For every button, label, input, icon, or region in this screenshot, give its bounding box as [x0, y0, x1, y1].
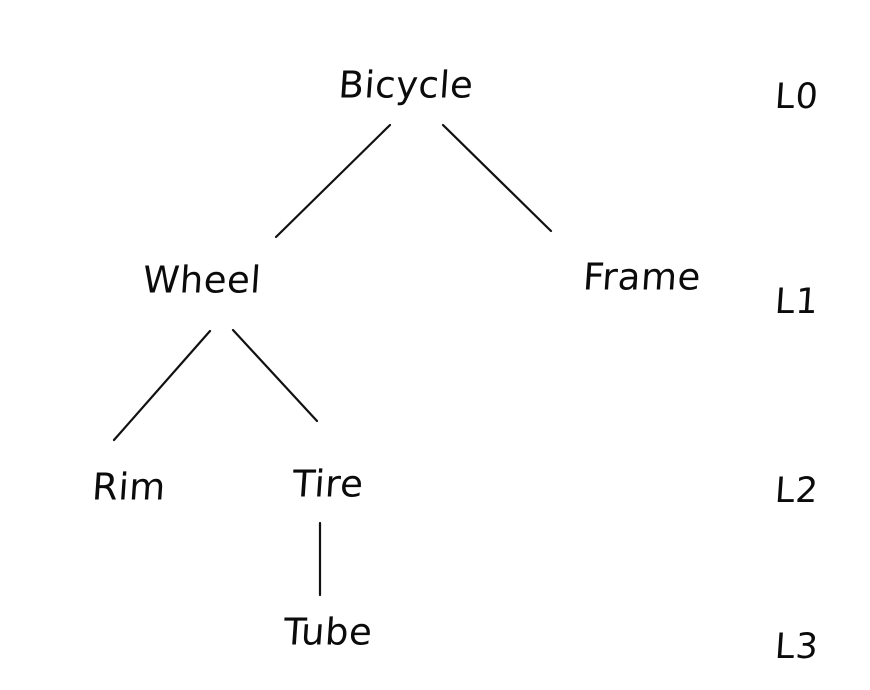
node-frame[interactable]: Frame [581, 255, 703, 299]
level-label-l3: L3 [773, 627, 821, 667]
edge-bicycle-to-frame [441, 123, 553, 233]
node-rim[interactable]: Rim [90, 465, 168, 509]
level-label-l2: L2 [773, 471, 821, 511]
level-label-l1: L1 [773, 282, 821, 322]
edge-wheel-to-tire [231, 328, 319, 423]
level-label-l0: L0 [773, 77, 821, 117]
node-tire[interactable]: Tire [291, 462, 365, 506]
node-tube[interactable]: Tube [282, 610, 374, 654]
edge-bicycle-to-wheel [274, 123, 392, 239]
node-wheel[interactable]: Wheel [141, 258, 263, 302]
node-bicycle[interactable]: Bicycle [337, 63, 475, 107]
edge-wheel-to-rim [112, 329, 212, 442]
